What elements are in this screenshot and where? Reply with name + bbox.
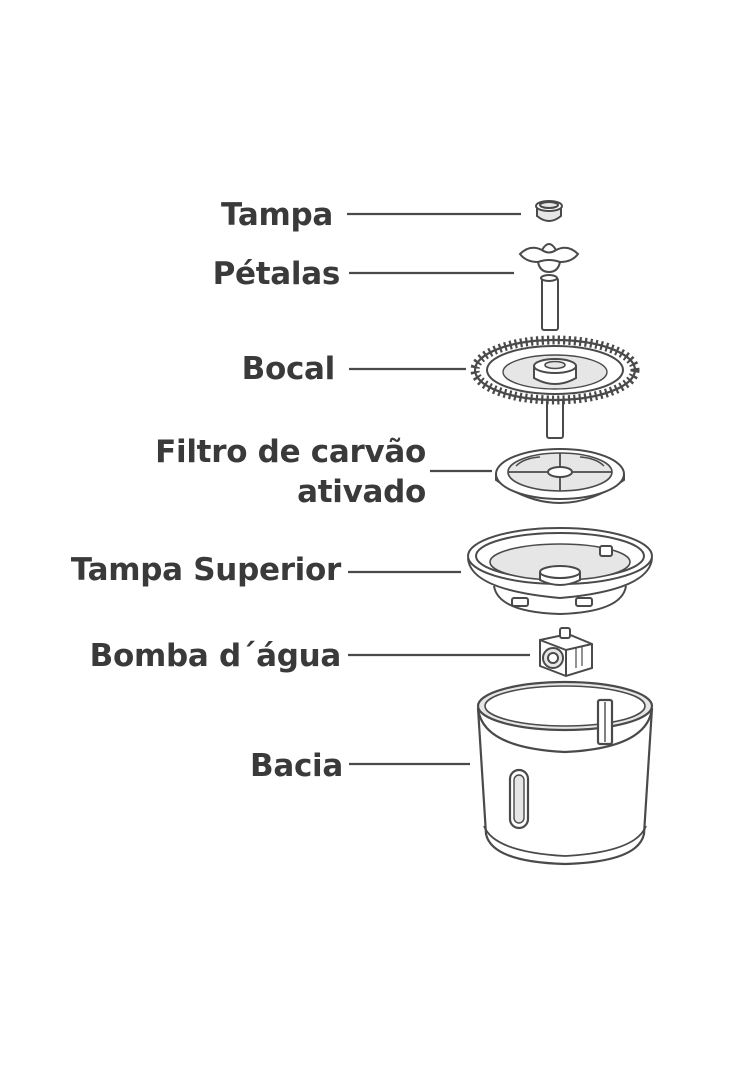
label-bocal: Bocal [241,351,336,387]
bomba-part [539,627,593,678]
bacia-part [476,680,654,866]
label-filtro-line-1: Filtro de carvão [155,434,426,470]
tampa-part [535,200,563,222]
leader-lines [347,212,530,766]
tampa-superior-part [467,527,653,616]
label-petalas: Pétalas [212,256,341,292]
label-filtro: Filtro de carvão ativado [0,432,426,512]
label-filtro-line-2: ativado [297,474,426,510]
label-bacia: Bacia [250,748,343,784]
filtro-part [495,448,625,504]
label-bomba: Bomba d´água [89,638,342,674]
petalas-part [518,243,580,331]
label-tampa-superior: Tampa Superior [70,552,341,588]
bocal-part [470,335,640,439]
label-tampa: Tampa [221,197,333,233]
